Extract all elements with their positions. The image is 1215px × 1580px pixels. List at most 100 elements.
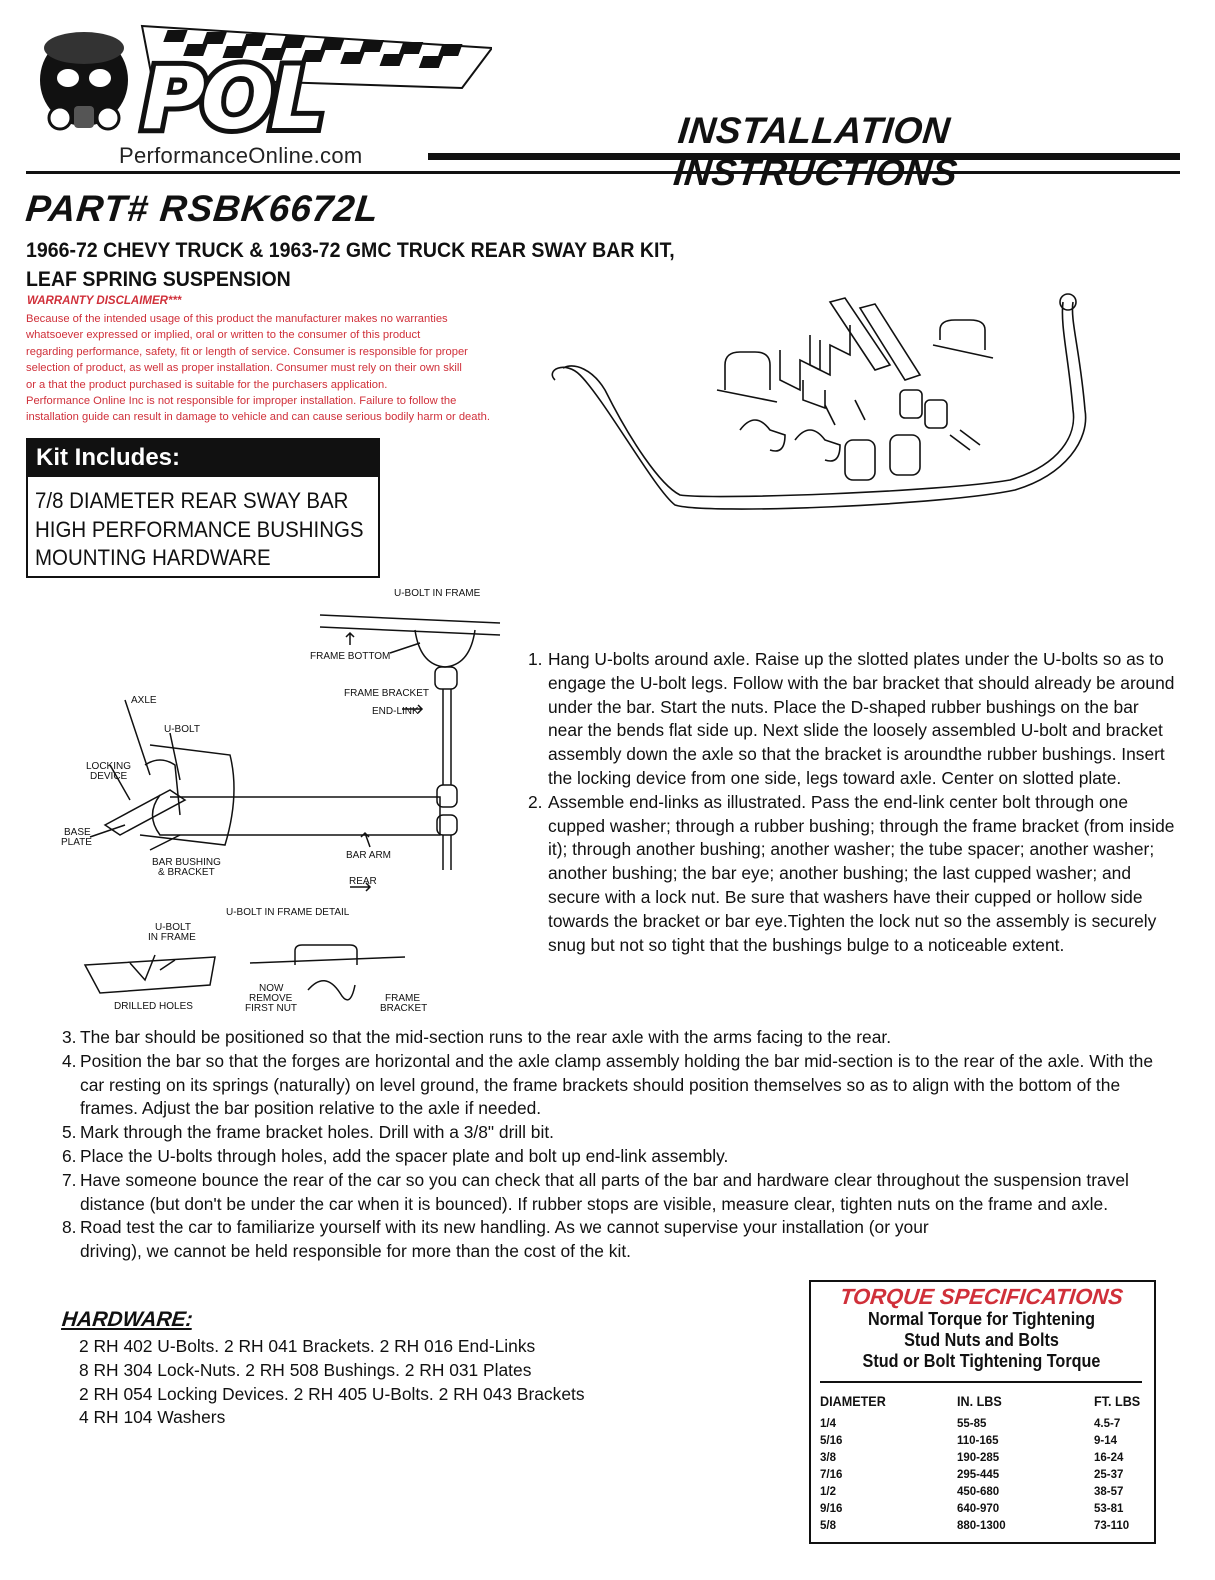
step-text: Assemble end-links as illustrated. Pass … [548, 791, 1175, 955]
torque-cell-ft-lbs: 9-14 [1094, 1435, 1118, 1447]
warranty-line: Because of the intended usage of this pr… [26, 313, 448, 325]
slotted-plate-icon [828, 297, 922, 381]
label-frame-bracket-detail: BRACKET [380, 1003, 428, 1014]
label-now-remove: NOW [259, 983, 284, 994]
step-text: Mark through the frame bracket holes. Dr… [80, 1122, 554, 1143]
step-item: 5. Mark through the frame bracket holes.… [62, 1121, 1172, 1145]
label-now-remove: REMOVE [249, 993, 293, 1004]
ubolt-detail-icon [249, 956, 406, 964]
hardware-line: 8 RH 304 Lock-Nuts. 2 RH 508 Bushings. 2… [79, 1359, 532, 1380]
warranty-body: Because of the intended usage of this pr… [26, 311, 521, 426]
kit-item: HIGH PERFORMANCE BUSHINGS [35, 516, 364, 542]
torque-header-ft-lbs: FT. LBS [1094, 1393, 1141, 1409]
step-number: 6. [62, 1145, 77, 1166]
torque-cell-diameter: 1/2 [820, 1486, 836, 1498]
label-bar-bushing: BAR BUSHING [152, 857, 221, 868]
torque-header-diameter: DIAMETER [820, 1393, 886, 1409]
end-link-icon [442, 689, 452, 870]
step-number: 2. [528, 791, 543, 812]
end-link-bushing [436, 784, 458, 808]
ubolt-icon [144, 759, 181, 816]
table-row: 5/8 880-1300 73-110 [820, 1520, 1142, 1537]
torque-cell-in-lbs: 640-970 [957, 1503, 1000, 1515]
torque-cell-in-lbs: 55-85 [957, 1418, 987, 1430]
label-ubolt-in-frame: U-BOLT IN FRAME [394, 588, 481, 599]
step-number: 3. [62, 1027, 77, 1047]
table-row: 1/4 55-85 4.5-7 [820, 1418, 1142, 1435]
installation-diagram [83, 614, 501, 1001]
checkered-flag-icon [140, 24, 492, 90]
hardware-line: 4 RH 104 Washers [79, 1407, 226, 1428]
step-item: 2. Assemble end-links as illustrated. Pa… [528, 791, 1178, 958]
label-ubolt-frame: U-BOLT [155, 922, 191, 933]
end-link-bushing [434, 666, 458, 690]
warranty-title: WARRANTY DISCLAIMER*** [27, 295, 182, 307]
label-bar-bushing: & BRACKET [158, 867, 215, 878]
torque-cell-in-lbs: 110-165 [957, 1435, 999, 1447]
step-item: 8. Road test the car to familiarize your… [62, 1216, 980, 1264]
torque-cell-in-lbs: 190-285 [957, 1452, 1000, 1464]
step-item: 4. Position the bar so that the forges a… [62, 1050, 1172, 1121]
step-text: The bar should be positioned so that the… [80, 1027, 892, 1047]
torque-header-in-lbs: IN. LBS [957, 1393, 1002, 1409]
warranty-line: installation guide can result in damage … [26, 411, 490, 424]
torque-cell-diameter: 7/16 [820, 1469, 843, 1481]
steps-full-width: 3. The bar should be positioned so that … [62, 1026, 1172, 1264]
step-number: 7. [62, 1169, 77, 1190]
label-locking-device: LOCKING [86, 761, 132, 772]
subtitle-line-1: 1966-72 CHEVY TRUCK & 1963-72 GMC TRUCK … [26, 239, 675, 262]
torque-cell-diameter: 5/8 [820, 1520, 836, 1532]
bracket-icon [779, 325, 851, 410]
step-number: 5. [62, 1122, 77, 1143]
header-rule [428, 153, 1180, 160]
torque-cell-diameter: 9/16 [820, 1503, 843, 1515]
hardware-title: HARDWARE: [60, 1308, 194, 1331]
sway-bar-kit-illustration [551, 293, 1087, 510]
kit-item: MOUNTING HARDWARE [35, 545, 271, 570]
page-title: INSTALLATION INSTRUCTIONS [671, 110, 960, 193]
part-number: PART# RSBK6672L [23, 188, 382, 229]
label-end-link: END-LINK [372, 706, 419, 717]
step-text: Have someone bounce the rear of the car … [80, 1169, 1129, 1214]
hardware-line: 2 RH 402 U-Bolts. 2 RH 041 Brackets. 2 R… [79, 1336, 536, 1356]
warranty-line: selection of product, as well as proper … [26, 362, 462, 375]
step-text: Place the U-bolts through holes, add the… [80, 1145, 729, 1166]
torque-title: TORQUE SPECIFICATIONS [838, 1284, 1125, 1309]
torque-divider [820, 1381, 1142, 1383]
sway-bar-icon [551, 293, 1087, 510]
label-base-plate: PLATE [61, 837, 92, 848]
steps-right-column: 1. Hang U-bolts around axle. Raise up th… [528, 648, 1178, 957]
torque-cell-ft-lbs: 53-81 [1094, 1503, 1124, 1515]
step-item: 1. Hang U-bolts around axle. Raise up th… [528, 648, 1178, 791]
label-now-remove: FIRST NUT [245, 1003, 298, 1014]
torque-cell-in-lbs: 880-1300 [957, 1520, 1006, 1532]
step-item: 3. The bar should be positioned so that … [62, 1026, 1172, 1050]
step-number: 1. [528, 649, 543, 669]
torque-cell-ft-lbs: 4.5-7 [1094, 1418, 1121, 1430]
label-locking-device: DEVICE [90, 771, 128, 782]
subtitle-line-2: LEAF SPRING SUSPENSION [26, 268, 291, 291]
step-number: 4. [62, 1050, 77, 1071]
frame-bracket-icon [414, 629, 476, 668]
label-detail-title: U-BOLT IN FRAME DETAIL [226, 907, 350, 918]
step-text: Road test the car to familiarize yoursel… [80, 1217, 929, 1262]
step-text: Hang U-bolts around axle. Raise up the s… [548, 649, 1175, 788]
table-row: 5/16 110-165 9-14 [820, 1435, 1142, 1452]
bar-arm-icon [151, 794, 441, 836]
torque-cell-diameter: 1/4 [820, 1418, 836, 1430]
label-frame-bracket-detail: FRAME [385, 993, 420, 1004]
label-frame-bracket: FRAME BRACKET [344, 688, 430, 699]
table-row: 1/2 450-680 38-57 [820, 1486, 1142, 1503]
label-rear: REAR [349, 876, 377, 887]
skull-icon [40, 32, 128, 131]
torque-subtitle: Normal Torque for Tightening [867, 1309, 1096, 1329]
table-row: 3/8 190-285 16-24 [820, 1452, 1142, 1469]
torque-cell-diameter: 5/16 [820, 1435, 843, 1447]
locking-device-icon [103, 789, 187, 836]
warranty-line: whatsoever expressed or implied, oral or… [26, 329, 421, 342]
step-number: 8. [62, 1217, 77, 1238]
frame-rail [319, 626, 501, 636]
frame-detail-icon [83, 956, 216, 994]
hardware-list: 2 RH 402 U-Bolts. 2 RH 041 Brackets. 2 R… [79, 1335, 585, 1430]
label-ubolt-frame: IN FRAME [148, 932, 196, 943]
